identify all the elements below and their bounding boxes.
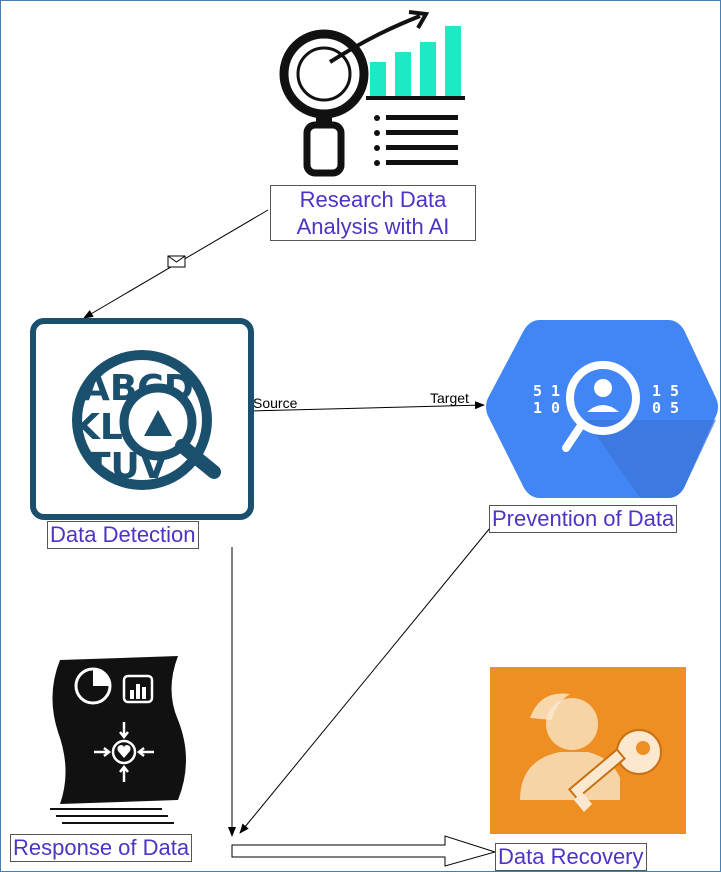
data-detection-node: ABCD KLMN TUV — [30, 318, 254, 520]
edge-prevention-to-response — [239, 527, 491, 834]
edge-response-to-recovery — [231, 835, 497, 867]
digits-left-row1: 5 1 — [533, 382, 560, 400]
digits-right-row1: 1 5 — [652, 382, 679, 400]
text-search-icon: ABCD KLMN TUV — [72, 350, 221, 490]
digits-right-row2: 0 5 — [652, 399, 679, 417]
prevention-label: Prevention of Data — [489, 505, 678, 533]
research-label-line1: Research Data — [299, 187, 447, 212]
envelope-icon — [167, 255, 186, 268]
research-label: Research Data Analysis with AI — [270, 185, 476, 241]
digits-left-row2: 1 0 — [533, 399, 560, 417]
research-label-line2: Analysis with AI — [296, 214, 450, 239]
response-label: Response of Data — [10, 834, 193, 862]
edge-detection-to-prevention — [249, 401, 485, 412]
recovery-label: Data Recovery — [495, 843, 647, 871]
edge-source-label: Source — [253, 395, 298, 411]
edge-target-label: Target — [430, 390, 469, 406]
detection-label: Data Detection — [47, 521, 199, 549]
